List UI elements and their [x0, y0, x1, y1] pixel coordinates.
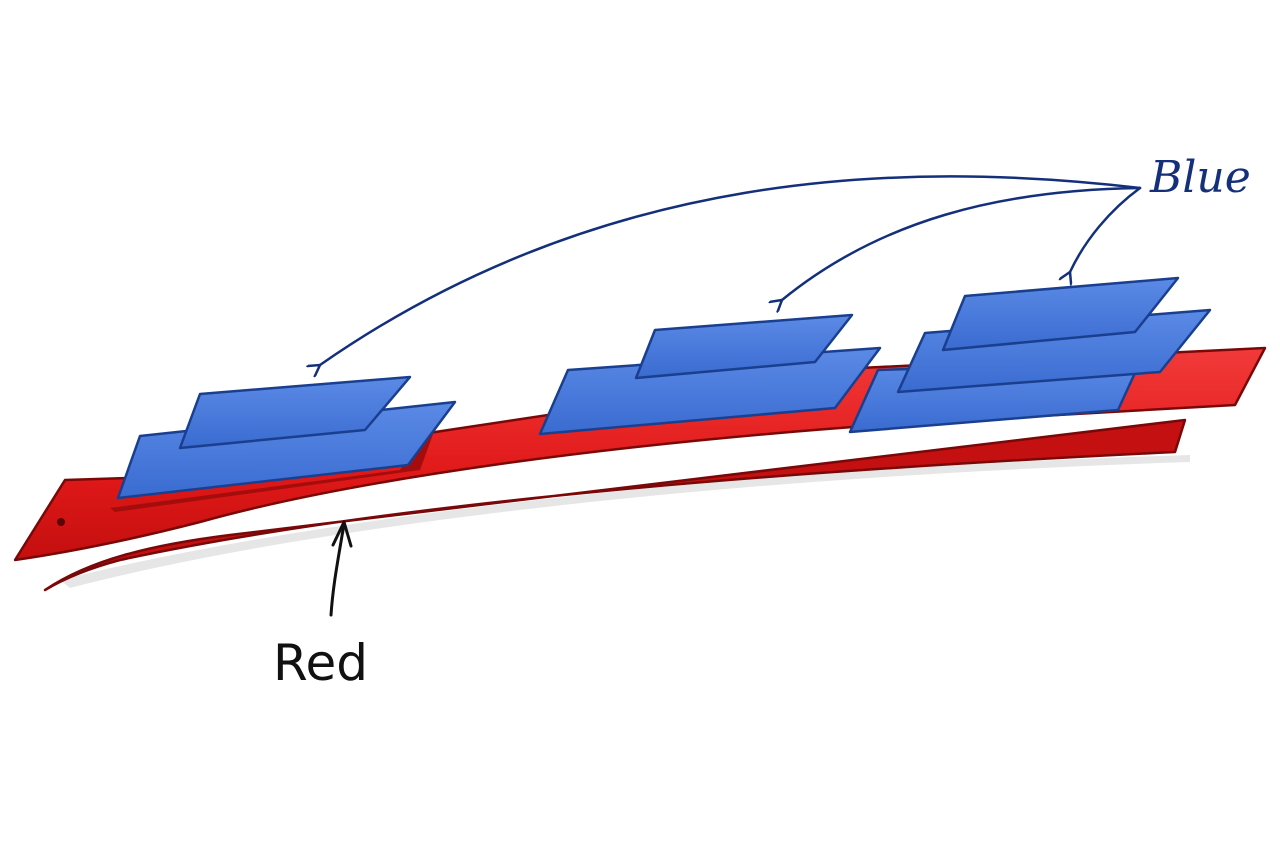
blue-tab-top: [634, 313, 854, 380]
red-arrow: [329, 522, 346, 617]
blue-group-right[interactable]: [848, 276, 1212, 434]
blue-arrow-to-middle: [782, 186, 1142, 300]
red-ribbon-back: [43, 418, 1187, 592]
blue-group-middle[interactable]: [538, 313, 882, 436]
blue-group-left[interactable]: [110, 375, 457, 512]
red-arrow-head: [331, 520, 353, 548]
blue-label: Blue: [1149, 152, 1251, 203]
blue-arrow-to-right: [1070, 186, 1142, 272]
blue-arrow-to-left: [320, 175, 1142, 365]
blue-tab-top: [941, 276, 1180, 352]
ribbon-hole: [57, 518, 65, 526]
blue-tab-top: [178, 375, 412, 450]
red-label: Red: [273, 634, 368, 692]
